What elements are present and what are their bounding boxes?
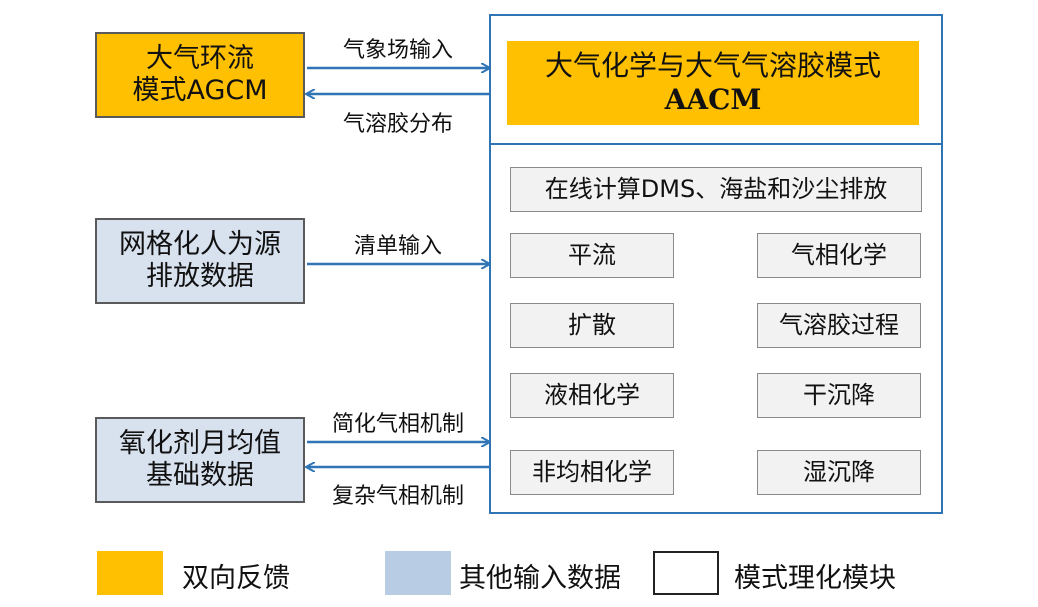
oxidant-line2: 基础数据: [146, 460, 254, 491]
simplified-chem-label: 简化气相机制: [331, 412, 465, 437]
aacm-title-line2: AACM: [664, 83, 762, 116]
legend-modules-swatch: [653, 551, 719, 595]
met-input-label: 气象场输入: [342, 38, 454, 63]
inventory-input-label: 清单输入: [353, 234, 443, 259]
aerosol-distribution-label: 气溶胶分布: [342, 112, 454, 137]
emissions-line2: 排放数据: [146, 261, 254, 292]
legend-two-way-swatch: [97, 551, 163, 595]
heterogeneous-chemistry-module: 非均相化学: [510, 450, 674, 495]
oxidant-line1: 氧化剂月均值: [119, 427, 281, 459]
aacm-divider: [489, 143, 943, 145]
advection-module: 平流: [510, 233, 674, 278]
online-emission-module: 在线计算DMS、海盐和沙尘排放: [510, 167, 922, 212]
agcm-box: 大气环流 模式AGCM: [95, 32, 305, 118]
legend-other-inputs-swatch: [385, 551, 451, 595]
oxidant-box: 氧化剂月均值 基础数据: [95, 417, 305, 503]
aacm-title-line1: 大气化学与大气气溶胶模式: [544, 49, 881, 83]
wet-deposition-module: 湿沉降: [757, 450, 921, 495]
emissions-line1: 网格化人为源: [119, 228, 281, 260]
diffusion-module: 扩散: [510, 303, 674, 348]
aacm-title-box: 大气化学与大气气溶胶模式 AACM: [507, 41, 919, 125]
gas-chemistry-module: 气相化学: [757, 233, 921, 278]
complex-chem-label: 复杂气相机制: [331, 484, 465, 509]
aerosol-process-module: 气溶胶过程: [757, 303, 921, 348]
legend-two-way-label: 双向反馈: [182, 563, 290, 594]
aqueous-chemistry-module: 液相化学: [510, 373, 674, 418]
agcm-line2: 模式AGCM: [132, 75, 268, 106]
agcm-line1: 大气环流: [146, 42, 254, 74]
emissions-box: 网格化人为源 排放数据: [95, 218, 305, 304]
dry-deposition-module: 干沉降: [757, 373, 921, 418]
legend-other-inputs-label: 其他输入数据: [459, 563, 621, 594]
legend-modules-label: 模式理化模块: [734, 563, 896, 594]
